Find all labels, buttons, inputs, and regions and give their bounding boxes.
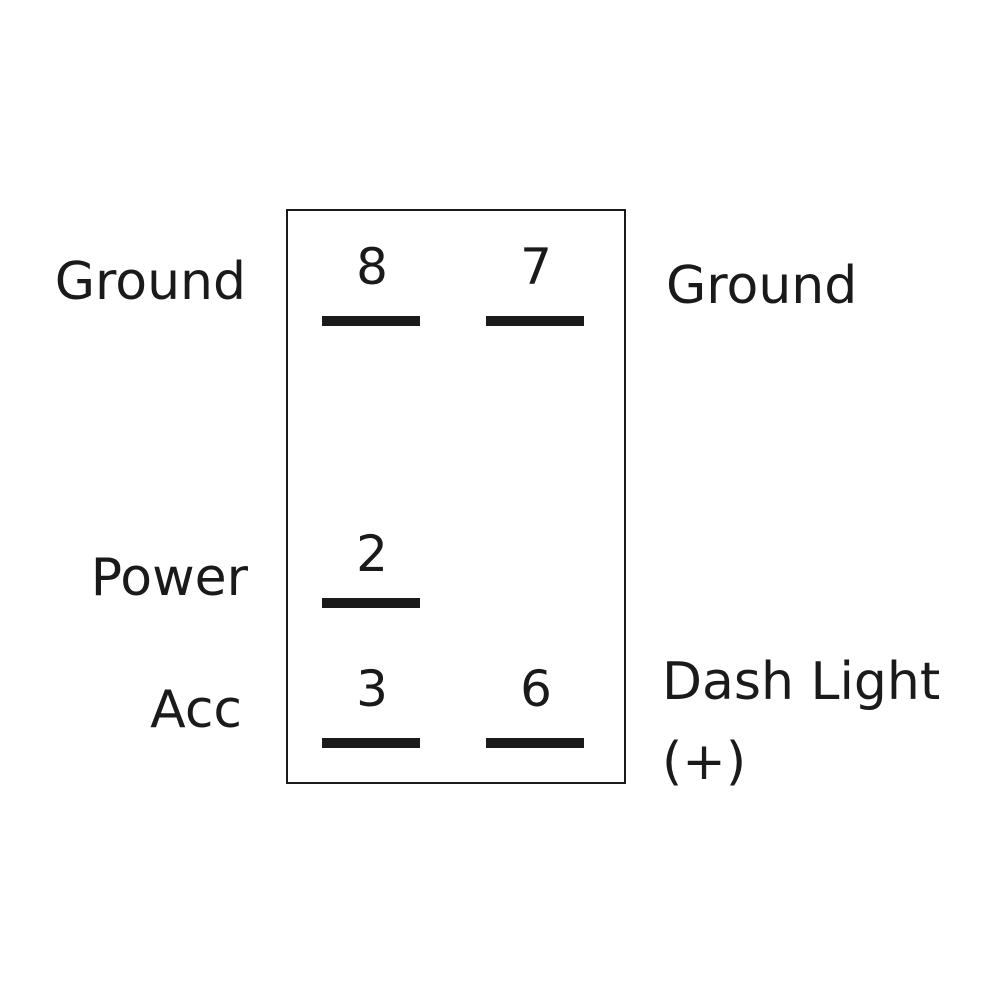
label-ground-left: Ground: [54, 252, 246, 312]
switch-body-outline: [286, 209, 626, 784]
pin-number-2: 2: [356, 525, 388, 583]
label-dash-light: Dash Light: [662, 652, 941, 712]
pin-number-7: 7: [520, 238, 552, 296]
pin-number-8: 8: [356, 238, 388, 296]
label-acc: Acc: [150, 680, 242, 740]
label-ground-right: Ground: [666, 256, 858, 316]
label-dash-light-polarity: (+): [662, 732, 747, 792]
terminal-6: [486, 738, 584, 748]
terminal-2: [322, 598, 420, 608]
terminal-7: [486, 316, 584, 326]
pin-number-3: 3: [356, 660, 388, 718]
label-power: Power: [90, 548, 248, 608]
pin-number-6: 6: [520, 660, 552, 718]
terminal-3: [322, 738, 420, 748]
terminal-8: [322, 316, 420, 326]
